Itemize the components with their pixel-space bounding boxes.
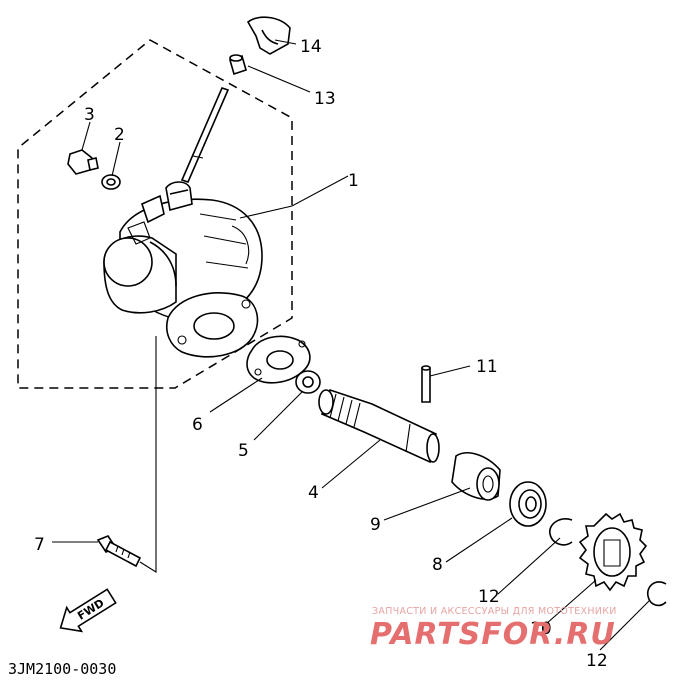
watermark-logo: PARTSFOR.RU bbox=[370, 617, 616, 652]
callout-11: 11 bbox=[476, 357, 498, 377]
callout-8: 8 bbox=[432, 555, 443, 575]
callout-2: 2 bbox=[114, 125, 125, 145]
part-12-circlip-lower[interactable] bbox=[646, 581, 667, 607]
part-1-oil-pump-body[interactable] bbox=[103, 181, 263, 358]
callout-10: 10 bbox=[530, 619, 552, 639]
part-10-gear[interactable] bbox=[578, 512, 648, 592]
part-12-circlip-upper[interactable] bbox=[549, 518, 573, 546]
callout-9: 9 bbox=[370, 515, 381, 535]
part-4-drive-shaft[interactable] bbox=[318, 388, 440, 464]
part-8-bearing[interactable] bbox=[509, 481, 547, 527]
callout-6: 6 bbox=[192, 415, 203, 435]
part-7-bolt[interactable] bbox=[96, 535, 142, 568]
callout-13: 13 bbox=[314, 89, 336, 109]
part-3-bolt[interactable] bbox=[67, 149, 99, 175]
callout-5: 5 bbox=[238, 441, 249, 461]
callout-12-lower: 12 bbox=[586, 651, 608, 671]
part-rod-assembly bbox=[180, 87, 230, 183]
watermark-tagline: ЗАПЧАСТИ И АКСЕССУАРЫ ДЛЯ МОТОТЕХНИКИ bbox=[372, 606, 617, 617]
part-14-clip[interactable] bbox=[246, 16, 291, 55]
part-6-gasket[interactable] bbox=[246, 335, 311, 384]
fwd-arrow: FWD bbox=[59, 588, 117, 633]
part-9-collar[interactable] bbox=[451, 452, 501, 501]
callout-1: 1 bbox=[348, 171, 359, 191]
callout-12-upper: 12 bbox=[478, 587, 500, 607]
part-5-oil-seal[interactable] bbox=[295, 370, 321, 394]
callout-3: 3 bbox=[84, 105, 95, 125]
part-13-pin-cap[interactable] bbox=[229, 54, 247, 76]
assembly-outline bbox=[17, 39, 293, 389]
part-11-pin[interactable] bbox=[421, 365, 431, 403]
callout-4: 4 bbox=[308, 483, 319, 503]
callout-14: 14 bbox=[300, 37, 322, 57]
leader-lines bbox=[52, 39, 651, 651]
callout-7: 7 bbox=[34, 535, 45, 555]
part-2-washer[interactable] bbox=[101, 174, 121, 190]
diagram-code: 3JM2100-0030 bbox=[8, 660, 116, 678]
